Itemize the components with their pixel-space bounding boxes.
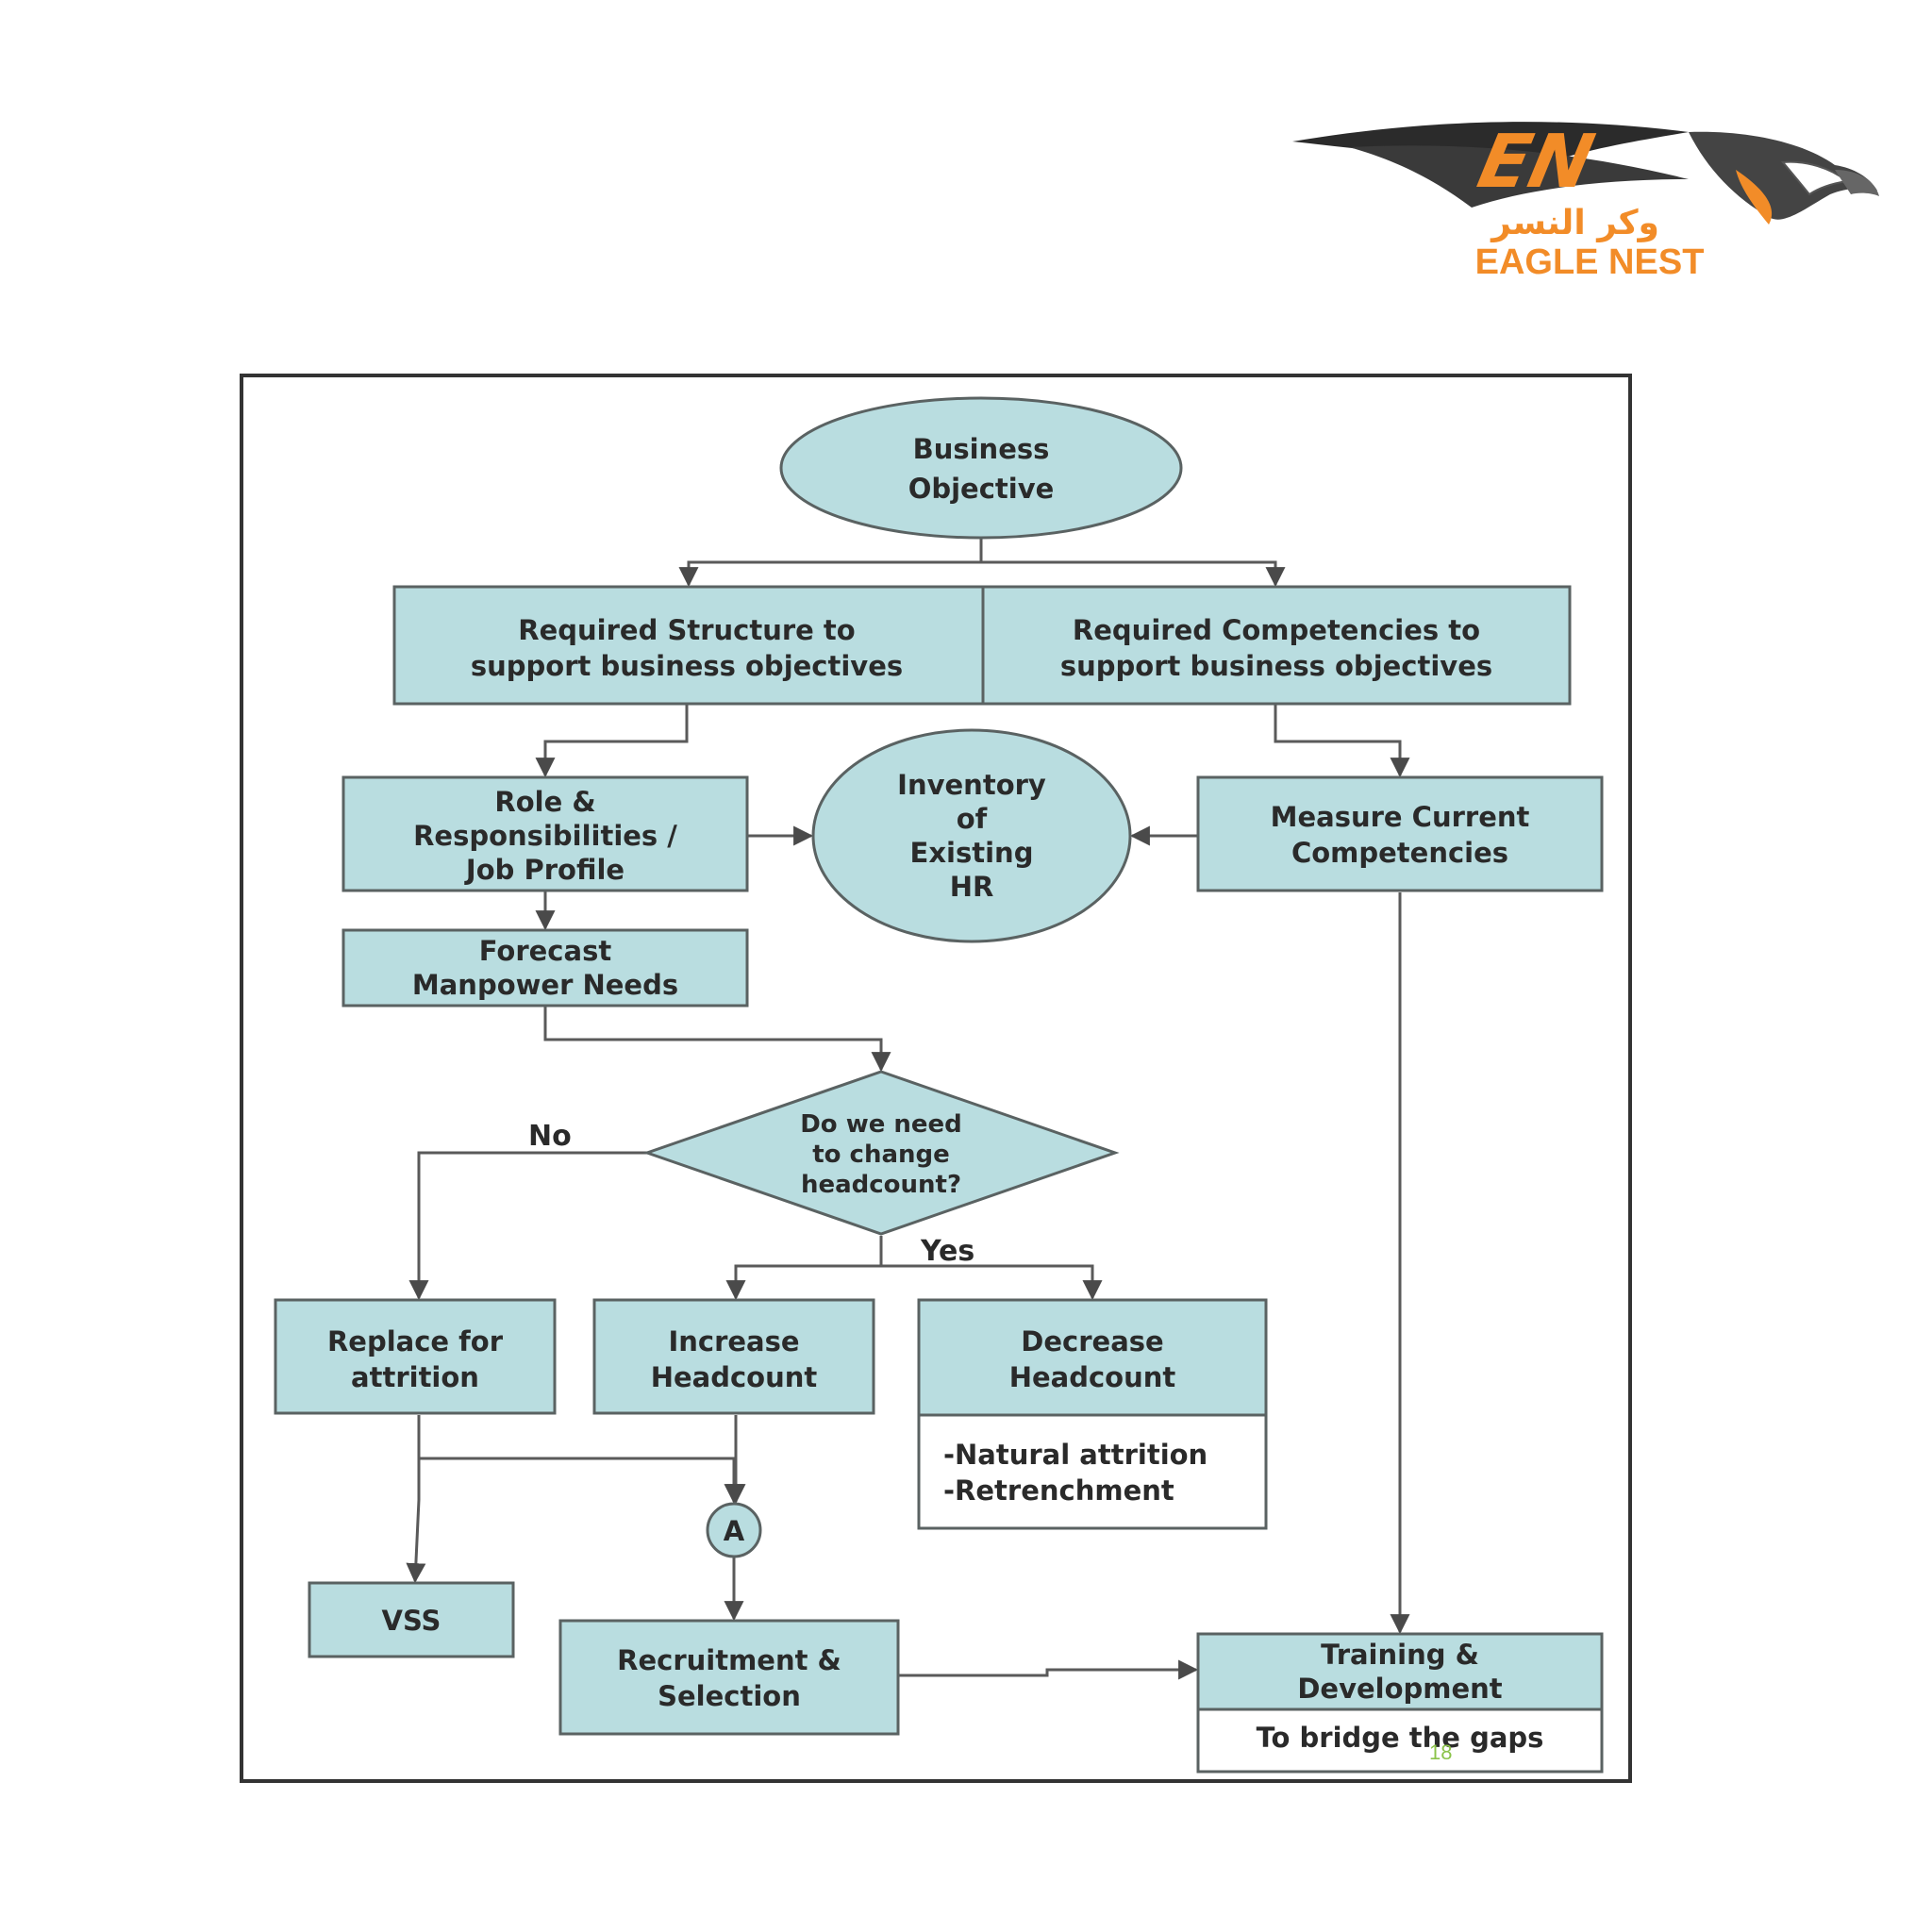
eagle-icon — [1292, 122, 1879, 225]
svg-text:Measure Current: Measure Current — [1271, 801, 1530, 833]
svg-text:Selection: Selection — [658, 1680, 801, 1712]
node-decision-headcount: Do we need to change headcount? — [642, 1070, 1120, 1236]
svg-text:Business: Business — [913, 433, 1050, 465]
svg-text:Replace for: Replace for — [327, 1325, 504, 1357]
node-replace-attrition: Replace for attrition — [274, 1298, 557, 1415]
svg-text:VSS: VSS — [382, 1605, 441, 1637]
node-connector-a: A — [706, 1502, 762, 1558]
node-recruitment-selection: Recruitment & Selection — [558, 1619, 900, 1736]
node-vss: VSS — [308, 1581, 515, 1658]
svg-text:HR: HR — [950, 871, 994, 903]
svg-text:attrition: attrition — [351, 1361, 479, 1393]
svg-text:Competencies: Competencies — [1291, 837, 1508, 869]
edges — [406, 538, 1410, 1680]
logo-arabic-text: وكر النسر — [1490, 204, 1659, 242]
svg-text:Required Competencies to: Required Competencies to — [1073, 614, 1480, 646]
svg-text:Job Profile: Job Profile — [464, 854, 625, 886]
page-number: 18 — [1429, 1740, 1453, 1764]
node-increase-headcount: Increase Headcount — [592, 1298, 875, 1415]
svg-text:Headcount: Headcount — [1009, 1361, 1176, 1393]
eagle-nest-logo: EN وكر النسر EAGLE NEST — [1292, 119, 1879, 282]
svg-text:support business objectives: support business objectives — [1060, 650, 1492, 682]
svg-text:Role &: Role & — [494, 786, 595, 818]
svg-text:-Retrenchment: -Retrenchment — [943, 1474, 1174, 1507]
node-business-objective: Business Objective — [779, 396, 1183, 540]
node-measure-competencies: Measure Current Competencies — [1196, 775, 1604, 892]
svg-text:Responsibilities /: Responsibilities / — [413, 820, 677, 852]
svg-text:Inventory: Inventory — [897, 769, 1046, 801]
node-decrease-headcount: Decrease Headcount -Natural attrition -R… — [917, 1298, 1268, 1530]
node-required-structure: Required Structure to support business o… — [392, 585, 985, 706]
svg-text:to change: to change — [812, 1141, 950, 1169]
svg-text:Required Structure to: Required Structure to — [518, 614, 855, 646]
svg-text:Existing: Existing — [910, 837, 1034, 869]
svg-text:Training &: Training & — [1321, 1639, 1479, 1671]
logo-latin-text: EAGLE NEST — [1475, 242, 1705, 282]
svg-text:support business objectives: support business objectives — [471, 650, 903, 682]
node-forecast-manpower: Forecast Manpower Needs — [341, 928, 749, 1008]
svg-text:Recruitment &: Recruitment & — [617, 1644, 841, 1676]
svg-text:Development: Development — [1297, 1673, 1502, 1705]
svg-text:Decrease: Decrease — [1021, 1325, 1163, 1357]
svg-text:Objective: Objective — [908, 473, 1055, 505]
edge-label-no: No — [528, 1120, 572, 1153]
node-required-competencies: Required Competencies to support busines… — [981, 585, 1572, 706]
svg-text:A: A — [724, 1515, 745, 1547]
svg-text:Increase: Increase — [668, 1325, 799, 1357]
svg-text:To bridge the gaps: To bridge the gaps — [1257, 1722, 1544, 1754]
node-role-responsibilities: Role & Responsibilities / Job Profile — [341, 775, 749, 892]
svg-text:Forecast: Forecast — [479, 935, 612, 967]
edge-label-yes: Yes — [920, 1235, 974, 1268]
svg-text:Do we need: Do we need — [800, 1110, 962, 1139]
svg-text:Manpower Needs: Manpower Needs — [412, 969, 678, 1001]
node-training-development: Training & Development To bridge the gap… — [1196, 1632, 1604, 1774]
svg-text:headcount?: headcount? — [801, 1171, 961, 1199]
logo-monogram: EN — [1471, 119, 1601, 205]
svg-text:-Natural attrition: -Natural attrition — [943, 1439, 1208, 1471]
node-inventory-hr: Inventory of Existing HR — [811, 728, 1132, 943]
svg-text:Headcount: Headcount — [651, 1361, 818, 1393]
svg-text:of: of — [957, 803, 988, 835]
